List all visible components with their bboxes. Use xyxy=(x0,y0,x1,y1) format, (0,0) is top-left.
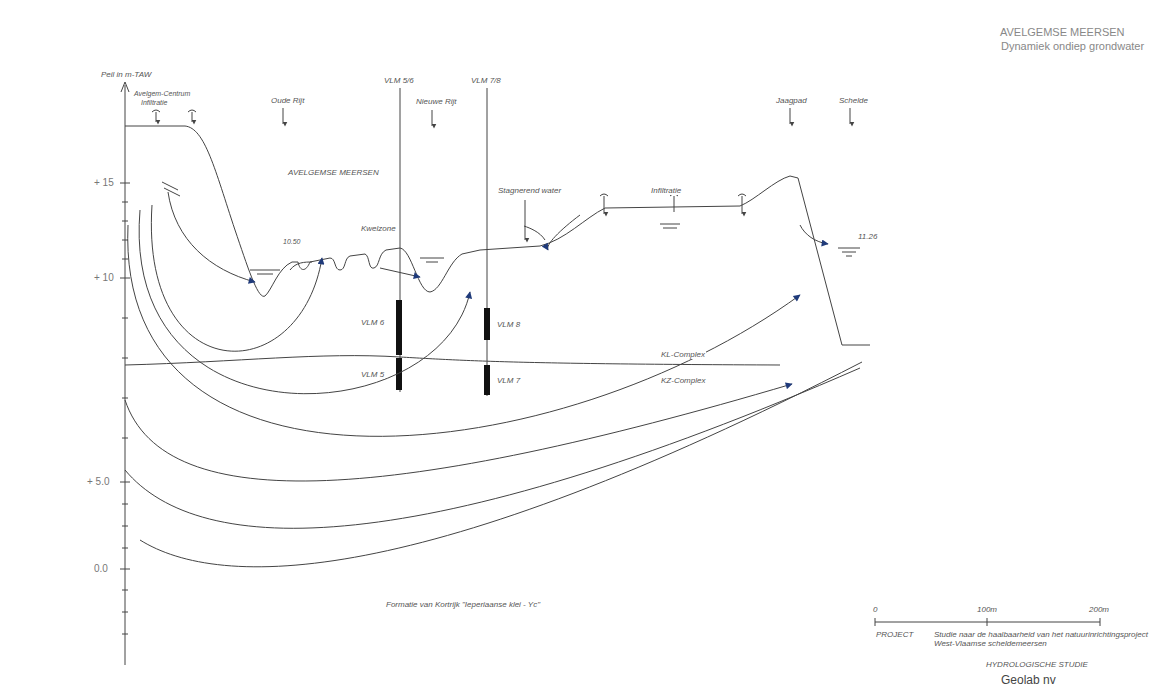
label: Infiltratie xyxy=(140,99,168,107)
label: AVELGEMSE MEERSEN xyxy=(287,168,380,177)
label: 100m xyxy=(976,605,998,614)
label: 10.50 xyxy=(282,238,302,246)
label: Oude Rijt xyxy=(270,96,305,105)
label: Studie naar de haalbaarheid van het natu… xyxy=(933,630,1150,648)
label: VLM 8 xyxy=(496,320,521,329)
filter-screen xyxy=(484,308,490,340)
label: KL-Complex xyxy=(660,350,706,359)
label: Nieuwe Rijt xyxy=(415,97,457,106)
title: AVELGEMSE MEERSEN xyxy=(1000,26,1125,38)
label: PROJECT xyxy=(875,630,914,639)
label: Formatie van Kortrijk "Ieperiaanse klei … xyxy=(385,600,541,609)
label: Stagnerend water xyxy=(497,186,562,195)
label: KZ-Complex xyxy=(660,376,706,385)
filter-screen xyxy=(484,365,490,395)
label: + 10 xyxy=(93,272,115,284)
label: VLM 6 xyxy=(360,318,385,327)
label: Schelde xyxy=(838,96,869,105)
label: Avelgem-Centrum xyxy=(133,90,191,98)
label: 0.0 xyxy=(93,563,109,575)
label: VLM 5 xyxy=(360,370,385,379)
label: VLM 5/6 xyxy=(383,76,415,85)
label: Geolab nv xyxy=(1000,674,1057,688)
label: + 15 xyxy=(93,177,115,189)
label: 11.26 xyxy=(857,232,878,241)
label: Kwelzone xyxy=(360,224,397,233)
label: Peil in m-TAW xyxy=(100,70,152,79)
filter-screen xyxy=(396,300,402,355)
label: + 5.0 xyxy=(86,476,111,488)
label: Jaagpad xyxy=(775,96,808,105)
label: HYDROLOGISCHE STUDIE xyxy=(985,660,1089,669)
label: 200m xyxy=(1088,605,1110,614)
label: Dynamiek ondiep grondwater xyxy=(1000,40,1145,53)
label: 0 xyxy=(872,605,878,614)
label: Infiltratie xyxy=(650,186,682,195)
label: VLM 7 xyxy=(496,376,521,385)
label: VLM 7/8 xyxy=(470,76,502,85)
